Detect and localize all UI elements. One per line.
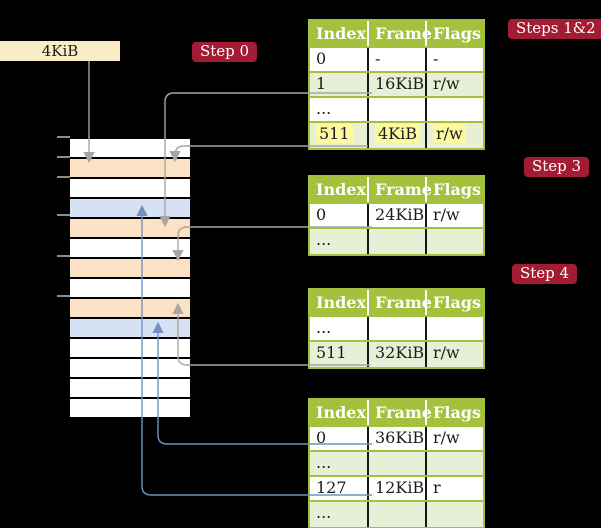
table-cell — [367, 98, 425, 121]
table-cell: r/w — [425, 123, 483, 148]
steps-1-2-badge: Steps 1&2 — [508, 19, 601, 39]
memory-tick — [57, 255, 70, 257]
table-cell: 511 — [310, 123, 367, 148]
table-cell: r/w — [425, 73, 483, 96]
table-cell: 4KiB — [367, 123, 425, 148]
table-cell: ... — [316, 230, 332, 249]
table-cell — [367, 317, 425, 340]
memory-frame-cell — [70, 359, 190, 379]
memory-frame-cell — [70, 299, 190, 319]
table-header-cell: Flags — [425, 177, 483, 202]
table-cell: 36KiB — [367, 427, 425, 450]
step-4-badge: Step 4 — [512, 264, 578, 284]
table-cell — [425, 502, 483, 527]
table-cell: r — [425, 477, 483, 500]
table-cell: ... — [316, 99, 332, 118]
table-cell: ... — [316, 453, 332, 472]
table-header-cell: Frame — [367, 400, 432, 425]
memory-frame-cell — [70, 259, 190, 279]
table-row: ... — [310, 317, 483, 342]
table-cell: 12KiB — [367, 477, 425, 500]
table-cell: 127 — [316, 478, 347, 497]
table-header-cell: Index — [316, 24, 367, 43]
table-header-cell: Index — [316, 180, 367, 199]
table-cell: 16KiB — [367, 73, 425, 96]
memory-frame-cell — [70, 199, 190, 219]
frame-size-label: 4KiB — [41, 42, 79, 60]
table-header-cell: Frame — [367, 21, 432, 46]
table-header-cell: Frame — [367, 177, 432, 202]
table-cell — [425, 317, 483, 340]
table-cell: 24KiB — [367, 204, 425, 227]
table-cell: ... — [316, 503, 332, 522]
table-row: ... — [310, 98, 483, 123]
memory-frame-cell — [70, 379, 190, 399]
memory-tick — [57, 214, 70, 216]
table-cell: - — [425, 48, 483, 71]
memory-tick — [57, 136, 70, 138]
table-cell: r/w — [425, 427, 483, 450]
memory-tick — [57, 176, 70, 178]
memory-frame-cell — [70, 239, 190, 259]
table-cell — [367, 452, 425, 475]
frame-size-box: 4KiB — [0, 41, 120, 61]
table-header-cell: Flags — [425, 21, 483, 46]
table-cell: - — [367, 48, 425, 71]
memory-frame-cell — [70, 339, 190, 359]
table-row: 0 -- — [310, 48, 483, 73]
table-cell: r/w — [425, 342, 483, 367]
physical-memory-column — [70, 137, 190, 417]
table-cell — [425, 229, 483, 254]
table-cell: 0 — [316, 205, 327, 224]
table-cell: 1 — [316, 74, 327, 93]
memory-frame-cell — [70, 139, 190, 159]
memory-frame-cell — [70, 279, 190, 299]
table-header-cell: Index — [316, 293, 367, 312]
memory-tick — [57, 156, 70, 158]
table-header-cell: Flags — [425, 400, 483, 425]
memory-frame-cell — [70, 159, 190, 179]
table-cell: ... — [316, 318, 332, 337]
memory-frame-cell — [70, 179, 190, 199]
memory-frame-cell — [70, 219, 190, 239]
table-row: ... — [310, 452, 483, 477]
table-cell: 511 — [316, 343, 347, 362]
memory-tick — [57, 295, 70, 297]
table-header-cell: Index — [316, 403, 367, 422]
table-cell — [425, 452, 483, 475]
table-header-cell: Flags — [425, 290, 483, 315]
table-cell: r/w — [425, 204, 483, 227]
table-cell: 32KiB — [367, 342, 425, 367]
memory-frame-cell — [70, 399, 190, 417]
table-cell: 0 — [316, 49, 327, 68]
table-cell — [425, 98, 483, 121]
memory-frame-cell — [70, 319, 190, 339]
step-3-badge: Step 3 — [524, 157, 590, 177]
table-cell — [367, 229, 425, 254]
table-header-cell: Frame — [367, 290, 432, 315]
table-cell — [367, 502, 425, 527]
table-row: ... — [310, 502, 483, 527]
table-row: ... — [310, 229, 483, 254]
table-cell: 0 — [316, 428, 327, 447]
step-0-badge: Step 0 — [192, 42, 258, 62]
